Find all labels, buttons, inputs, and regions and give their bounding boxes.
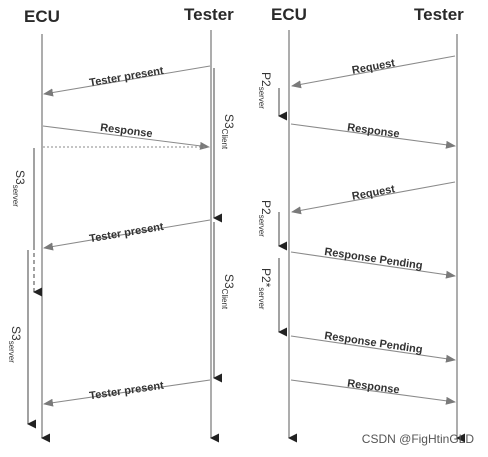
- s3-client-label-2: S3Client: [220, 274, 236, 310]
- tester-present-label-2: Tester present: [89, 221, 165, 245]
- request-label-1: Request: [351, 57, 396, 77]
- tester-present-label-1: Tester present: [89, 65, 165, 89]
- p2-server-label-2: P2server: [257, 200, 273, 237]
- response-label-1: Response: [347, 122, 401, 141]
- request-arrow-2: [291, 181, 456, 215]
- s3-server-label-1: S3server: [11, 170, 27, 207]
- response-pending-label-2: Response Pending: [324, 330, 424, 356]
- response-pending-arrow-2: [290, 335, 456, 363]
- tester-present-label-3: Tester present: [89, 380, 165, 403]
- left-diagram: ECU Tester Tester present Response S3Cli…: [7, 5, 236, 443]
- s3-server-label-2: S3server: [7, 326, 23, 363]
- response-pending-label-1: Response Pending: [324, 246, 424, 272]
- response-arrow-2: [290, 379, 456, 405]
- p2-star-server-label: P2*server: [257, 268, 273, 310]
- response-label: Response: [100, 122, 154, 140]
- response-arrow-1: [290, 123, 456, 149]
- right-ecu-header: ECU: [271, 5, 307, 24]
- left-tester-header: Tester: [184, 5, 234, 24]
- tester-present-arrow-2: [43, 219, 211, 251]
- s3-client-label-1: S3Client: [220, 114, 236, 150]
- request-label-2: Request: [351, 183, 396, 203]
- request-arrow-1: [291, 55, 456, 89]
- right-tester-header: Tester: [414, 5, 464, 24]
- right-diagram: ECU Tester Request P2server Response Req…: [257, 5, 465, 443]
- response-label-2: Response: [347, 378, 401, 397]
- left-ecu-header: ECU: [24, 7, 60, 26]
- watermark: CSDN @FigHtinGLD: [362, 432, 475, 446]
- response-arrow: [42, 125, 210, 150]
- p2-server-label-1: P2server: [257, 72, 273, 109]
- tester-present-arrow-1: [43, 65, 211, 97]
- tester-present-arrow-3: [43, 379, 211, 407]
- response-pending-arrow-1: [290, 251, 456, 279]
